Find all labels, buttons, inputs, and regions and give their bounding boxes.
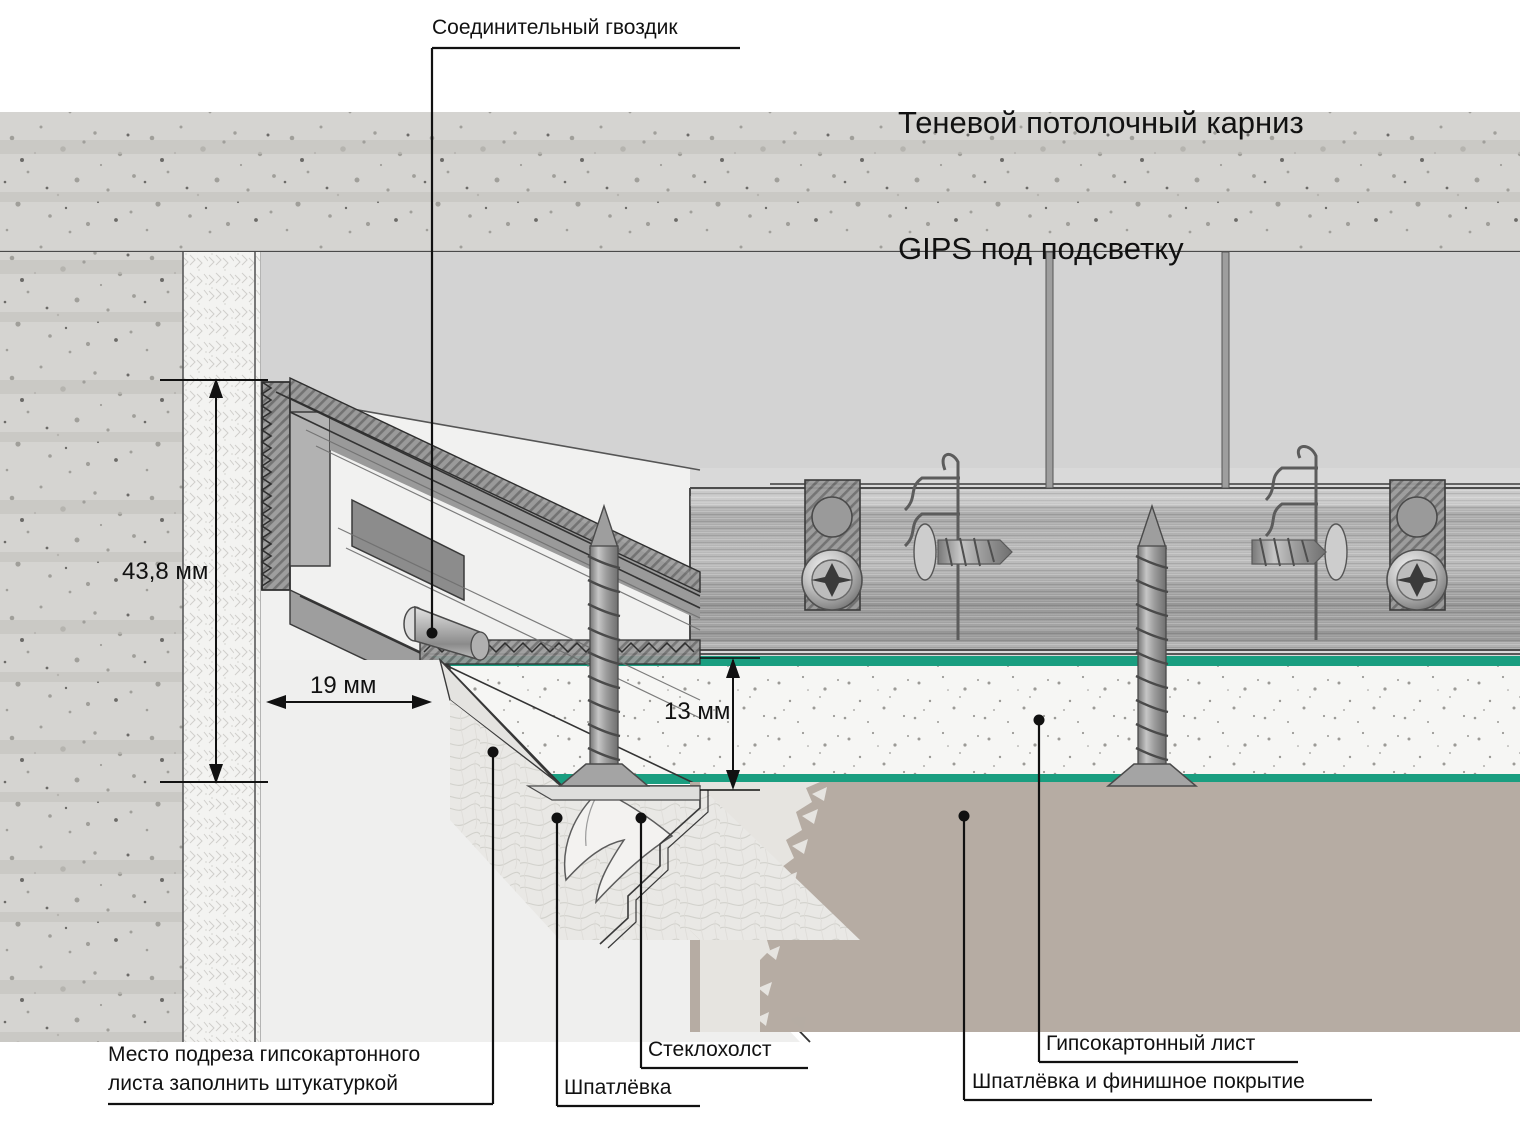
dimension-thickness-13 xyxy=(700,657,760,791)
callout-cut-fill-line-2: листа заполнить штукатуркой xyxy=(108,1072,398,1095)
callout-putty: Шпатлёвка xyxy=(564,1076,672,1099)
leader-line-putty xyxy=(551,812,563,1106)
callout-gypsum-board: Гипсокартонный лист xyxy=(1046,1032,1256,1055)
dimension-label-height: 43,8 мм xyxy=(122,558,209,585)
phillips-screw-right xyxy=(1386,549,1448,611)
hanger-rod-right xyxy=(1221,251,1230,489)
leader-line-putty-finish xyxy=(958,810,970,1100)
drywall-screw-right xyxy=(1105,503,1199,787)
dimension-height-43-8 xyxy=(160,378,268,784)
concrete-wall xyxy=(0,252,183,1042)
title-line-1: Теневой потолочный карниз xyxy=(898,105,1304,140)
phillips-screw-left xyxy=(801,549,863,611)
label-rules xyxy=(108,46,1372,1108)
hanger-washer-right xyxy=(1324,523,1348,581)
dimension-label-thickness: 13 мм xyxy=(664,698,731,725)
hanger-wire-left xyxy=(903,453,960,640)
leader-line-cut-fill xyxy=(487,746,499,1104)
hanger-wire-right xyxy=(1264,445,1318,640)
leader-line-glass-fleece xyxy=(635,812,647,1068)
dimension-label-depth: 19 мм xyxy=(310,672,377,699)
hanger-rod-left xyxy=(1045,251,1054,489)
green-facing-top xyxy=(420,656,1520,666)
hanger-screw-right xyxy=(1251,537,1327,567)
page-title: Теневой потолочный карниз GIPS под подсв… xyxy=(898,18,1304,312)
hanger-washer-left xyxy=(913,523,937,581)
leader-line-connecting-nail xyxy=(426,48,438,639)
callout-glass-fleece: Стеклохолст xyxy=(648,1038,772,1061)
plaster-wall-layer xyxy=(182,252,262,1042)
callout-connecting-nail: Соединительный гвоздик xyxy=(432,16,678,39)
drywall-screw-left xyxy=(557,503,651,787)
concrete-ceiling-slab xyxy=(0,112,1520,254)
dimension-depth-19 xyxy=(266,695,432,709)
leader-line-gypsum-board xyxy=(1033,714,1045,1062)
hanger-screw-left xyxy=(937,537,1013,567)
green-facing-bottom xyxy=(420,774,1520,784)
callout-cut-fill: Место подреза гипсокартонного листа запо… xyxy=(108,1040,420,1098)
callout-cut-fill-line-1: Место подреза гипсокартонного xyxy=(108,1043,421,1066)
title-line-2: GIPS под подсветку xyxy=(898,231,1184,266)
callout-putty-finish: Шпатлёвка и финишное покрытие xyxy=(972,1070,1305,1093)
